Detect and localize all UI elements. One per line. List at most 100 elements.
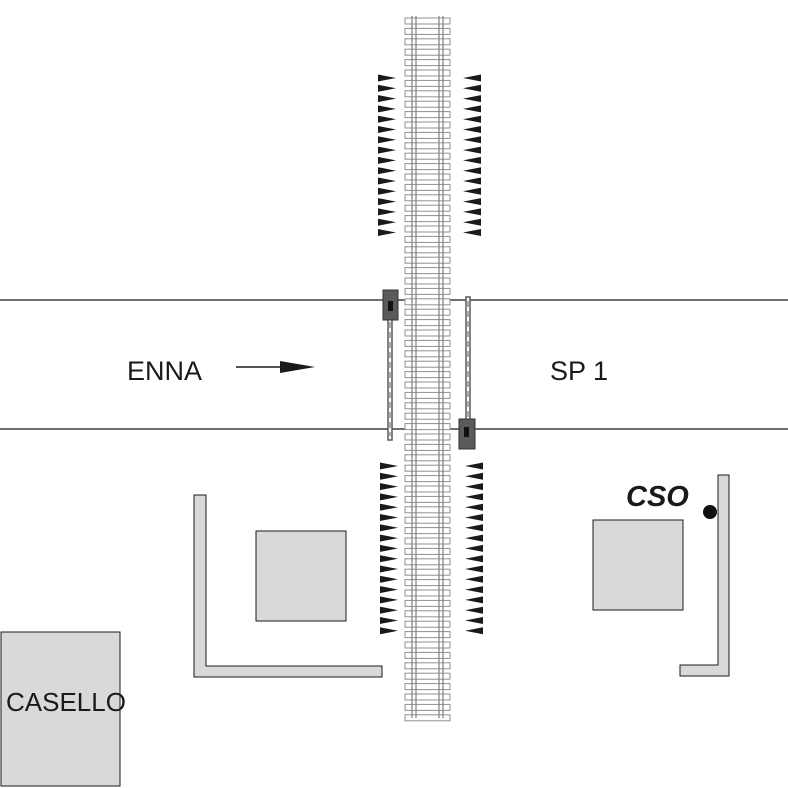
road-to-label: SP 1 <box>550 356 608 386</box>
track-tie <box>404 235 451 243</box>
track-tie <box>404 402 451 410</box>
triangle-mark-icon <box>463 74 481 82</box>
triangle-mark-icon <box>378 126 396 133</box>
track-tie <box>404 48 451 56</box>
triangle-mark-icon <box>380 534 398 542</box>
left-l-wall <box>193 494 383 678</box>
triangle-mark-icon <box>380 555 398 563</box>
triangle-mark-icon <box>465 596 483 604</box>
track-tie <box>404 339 451 347</box>
track-tie <box>404 329 451 337</box>
track-tie <box>404 454 451 462</box>
triangle-mark-icon <box>380 627 398 635</box>
triangle-mark-icon <box>463 208 481 216</box>
track-tie <box>404 215 451 223</box>
track-tie <box>404 17 451 25</box>
triangle-mark-icon <box>465 534 483 542</box>
track-tie <box>404 371 451 379</box>
barrier-right-light <box>464 427 469 437</box>
track-tie <box>404 142 451 150</box>
triangle-mark-icon <box>380 462 398 470</box>
track-tie <box>404 27 451 35</box>
track-tie <box>404 703 451 711</box>
triangle-mark-icon <box>463 187 481 195</box>
track-tie <box>404 79 451 87</box>
triangle-mark-icon <box>380 606 398 614</box>
barrier-left <box>382 289 399 441</box>
track-tie <box>404 381 451 389</box>
triangle-mark-icon <box>465 627 483 635</box>
track-tie <box>404 568 451 576</box>
triangle-mark-icon <box>378 105 396 113</box>
track-tie <box>404 464 451 472</box>
triangle-mark-icon <box>378 229 396 236</box>
track-tie <box>404 620 451 628</box>
triangle-mark-icon <box>380 524 398 532</box>
triangle-mark-icon <box>463 136 481 144</box>
track-tie <box>404 485 451 493</box>
triangle-mark-icon <box>378 167 396 175</box>
triangle-mark-icon <box>380 596 398 604</box>
triangle-mark-icon <box>380 617 398 624</box>
track-tie <box>404 589 451 597</box>
left-block <box>255 530 347 622</box>
triangle-mark-icon <box>465 606 483 614</box>
railway-track <box>404 16 451 722</box>
triangle-mark-icon <box>463 167 481 175</box>
triangle-mark-icon <box>378 136 396 144</box>
track-tie <box>404 350 451 358</box>
track-tie <box>404 443 451 451</box>
triangle-mark-icon <box>378 115 396 123</box>
track-tie <box>404 308 451 316</box>
track-tie <box>404 204 451 212</box>
triangle-mark-icon <box>463 126 481 133</box>
triangle-mark-icon <box>380 503 398 511</box>
triangle-mark-icon <box>378 198 396 206</box>
track-tie <box>404 547 451 555</box>
track-tie <box>404 287 451 295</box>
triangle-mark-icon <box>465 483 483 491</box>
track-tie <box>404 495 451 503</box>
triangle-mark-icon <box>380 575 398 583</box>
casello-building <box>0 631 121 787</box>
triangle-mark-icon <box>378 177 396 185</box>
triangle-mark-icon <box>465 565 483 573</box>
track-tie <box>404 131 451 139</box>
track-tie <box>404 100 451 108</box>
track-tie <box>404 579 451 587</box>
track-tie <box>404 412 451 420</box>
track-tie <box>404 298 451 306</box>
triangle-mark-icon <box>463 229 481 236</box>
track-tie <box>404 38 451 46</box>
barrier-right <box>458 296 476 450</box>
track-tie <box>404 163 451 171</box>
triangle-mark-icon <box>463 115 481 123</box>
triangle-mark-icon <box>380 565 398 573</box>
track-tie <box>404 319 451 327</box>
triangle-mark-icon <box>465 617 483 624</box>
track-tie <box>404 173 451 181</box>
triangle-mark-icon <box>465 524 483 532</box>
track-tie <box>404 651 451 659</box>
track-tie <box>404 714 451 722</box>
triangle-mark-icon <box>465 493 483 501</box>
track-tie <box>404 111 451 119</box>
track-tie <box>404 506 451 514</box>
triangle-mark-icon <box>380 472 398 480</box>
triangle-mark-icon <box>465 503 483 511</box>
triangle-mark-icon <box>378 208 396 216</box>
triangle-mark-icon <box>380 493 398 501</box>
track-tie <box>404 662 451 670</box>
track-tie <box>404 183 451 191</box>
arrow-right-icon <box>236 361 315 373</box>
track-tie <box>404 558 451 566</box>
triangle-mark-icon <box>463 95 481 103</box>
road-from-label: ENNA <box>127 356 202 386</box>
triangle-mark-icon <box>463 218 481 226</box>
triangle-mark-icon <box>463 156 481 164</box>
triangle-mark-icon <box>463 84 481 92</box>
right-l-wall <box>679 474 730 677</box>
track-tie <box>404 672 451 680</box>
track-tie <box>404 693 451 701</box>
track-tie <box>404 90 451 98</box>
